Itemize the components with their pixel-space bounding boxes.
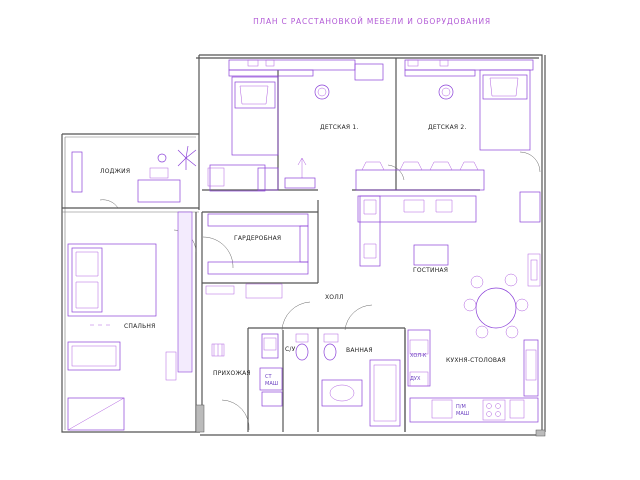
label-wardrobe: ГАРДЕРОБНАЯ: [234, 235, 281, 242]
label-kids2: ДЕТСКАЯ 2.: [428, 124, 467, 131]
room-labels: ЛОДЖИЯ ДЕТСКАЯ 1. ДЕТСКАЯ 2. ГАРДЕРОБНАЯ…: [100, 124, 506, 377]
label-kitchen: КУХНЯ-СТОЛОВАЯ: [446, 357, 506, 364]
label-dishwasher-1: П/М: [456, 404, 466, 410]
label-washer-2: МАШ: [265, 381, 278, 387]
label-loggia: ЛОДЖИЯ: [100, 168, 130, 175]
living-furniture: [357, 191, 541, 287]
doors: [99, 151, 541, 431]
label-washer-1: СТ: [265, 374, 272, 380]
label-hall: ХОЛЛ: [325, 294, 344, 301]
label-living: ГОСТИНАЯ: [413, 267, 448, 274]
kids1-furniture: [209, 59, 384, 192]
label-wc: С/У: [285, 346, 296, 353]
walls: [61, 54, 546, 437]
kids2-furniture: [355, 59, 534, 191]
kitchen-furniture: [407, 329, 539, 423]
dining-table: [463, 273, 529, 339]
label-entry: ПРИХОЖАЯ: [213, 370, 251, 377]
label-fridge-2: ДУХ: [410, 376, 421, 382]
loggia-furniture: [71, 145, 225, 203]
label-kids1: ДЕТСКАЯ 1.: [320, 124, 359, 131]
bedroom-furniture: [67, 211, 193, 431]
bathroom-fixtures: [211, 333, 401, 427]
wardrobe-furniture: [205, 213, 309, 299]
label-bath: ВАННАЯ: [346, 347, 373, 354]
equipment-labels: СТ МАШ ХОЛ-К ДУХ П/М МАШ: [265, 353, 469, 417]
label-bedroom: СПАЛЬНЯ: [124, 323, 156, 330]
label-fridge-1: ХОЛ-К: [410, 353, 427, 359]
plan-title: ПЛАН С РАССТАНОВКОЙ МЕБЕЛИ И ОБОРУДОВАНИ…: [253, 17, 491, 26]
label-dishwasher-2: МАШ: [456, 411, 469, 417]
